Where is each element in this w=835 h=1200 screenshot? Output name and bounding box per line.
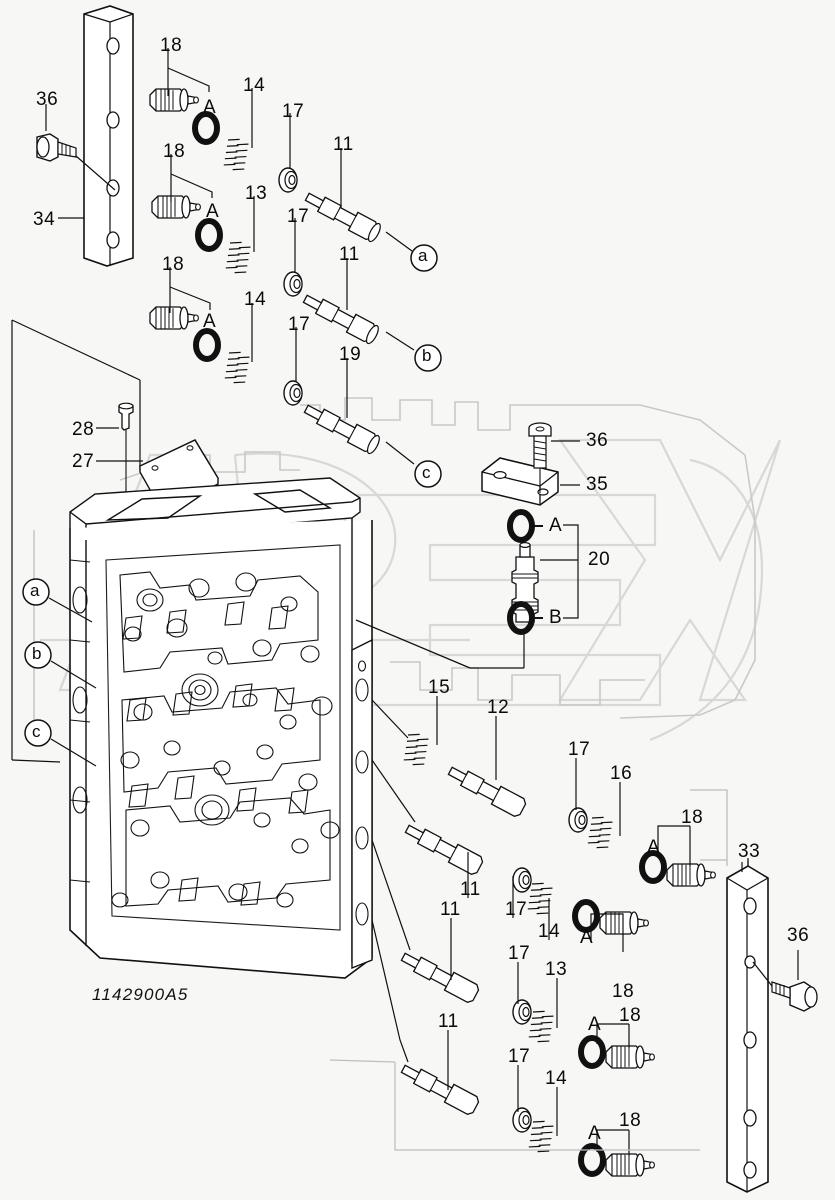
- bracket-35: [481, 457, 559, 506]
- callout-A-relief: A: [549, 515, 563, 536]
- section-marker-c-left: c: [32, 722, 41, 741]
- callout-B-relief: B: [549, 607, 563, 628]
- callout-20: 20: [588, 549, 611, 570]
- callout-17-row5: 17: [505, 899, 528, 920]
- callout-18-row5: 18: [612, 981, 635, 1002]
- callout-17-row6: 17: [508, 943, 531, 964]
- assembly-row-5: [404, 824, 650, 952]
- valve-body-face-detail: [69, 544, 369, 931]
- callout-11-row7: 11: [438, 1011, 459, 1032]
- callout-27: 27: [72, 451, 95, 472]
- assembly-row-4: [396, 696, 717, 887]
- callout-15: 15: [428, 677, 451, 698]
- assembly-leader-diagonals: [329, 699, 700, 1151]
- callout-A-row1: A: [203, 97, 217, 118]
- relief-valve-20: [355, 512, 579, 669]
- callout-36-mid: 36: [586, 430, 609, 451]
- callout-17-row2: 17: [287, 206, 310, 227]
- callout-18-row6: 18: [619, 1005, 642, 1026]
- right-guide-lines: [690, 789, 728, 866]
- callout-14-row3: 14: [244, 289, 267, 310]
- section-marker-c-top: c: [422, 463, 431, 482]
- callout-18-row4: 18: [681, 807, 704, 828]
- section-frame-lines: [11, 319, 141, 763]
- callout-11-row2: 11: [339, 244, 360, 265]
- callout-35: 35: [586, 474, 609, 495]
- callout-18-row7: 18: [619, 1110, 642, 1131]
- callout-13-row2: 13: [245, 183, 268, 204]
- callout-34: 34: [33, 209, 56, 230]
- callout-17-row7: 17: [508, 1046, 531, 1067]
- socket-bolt-36-topleft: [36, 104, 116, 191]
- callout-14-row5: 14: [538, 921, 561, 942]
- section-markers-left: [22, 578, 97, 767]
- section-marker-a-left: a: [30, 581, 40, 600]
- callout-A-row3: A: [203, 311, 217, 332]
- callout-14-row1: 14: [243, 75, 266, 96]
- callout-17-row3: 17: [288, 314, 311, 335]
- callout-A-row6: A: [588, 1014, 602, 1035]
- callout-18-row2: 18: [163, 141, 186, 162]
- drawing-number: 1142900A5: [92, 985, 189, 1004]
- callout-11-row5: 11: [460, 879, 481, 900]
- callout-36-right: 36: [787, 925, 810, 946]
- callout-17-row1: 17: [282, 101, 305, 122]
- callout-13-row6: 13: [545, 959, 568, 980]
- callout-33: 33: [738, 841, 761, 862]
- assembly-row-3: [149, 267, 442, 488]
- valve-body: [69, 477, 373, 979]
- callout-16: 16: [610, 763, 633, 784]
- callout-A-row7: A: [588, 1123, 602, 1144]
- callout-18-row1: 18: [160, 35, 183, 56]
- callout-12: 12: [487, 697, 510, 718]
- retainer-bar-34: [83, 5, 134, 267]
- socket-bolt-36-mid: [528, 422, 552, 493]
- callout-36-topleft: 36: [36, 89, 59, 110]
- callout-17-row4: 17: [568, 739, 591, 760]
- assembly-row-2: [151, 154, 442, 372]
- callout-18-row3: 18: [162, 254, 185, 275]
- callout-14-row7: 14: [545, 1068, 568, 1089]
- callout-19: 19: [339, 344, 362, 365]
- section-marker-b-left: b: [32, 644, 42, 663]
- callout-11-row1: 11: [333, 134, 354, 155]
- assembly-row-1: [149, 48, 438, 272]
- section-marker-b-top: b: [422, 346, 432, 365]
- retainer-bar-33: [726, 858, 769, 1193]
- assembly-row-7: [400, 1030, 656, 1176]
- callout-A-row2: A: [206, 201, 220, 222]
- callout-11-row6: 11: [440, 899, 461, 920]
- callout-A-row5: A: [580, 927, 594, 948]
- callout-A-row4: A: [647, 837, 661, 858]
- callout-28: 28: [72, 419, 95, 440]
- socket-bolt-36-right: [752, 950, 818, 1012]
- assembly-row-6: [400, 918, 656, 1068]
- section-marker-a-top: a: [418, 246, 428, 265]
